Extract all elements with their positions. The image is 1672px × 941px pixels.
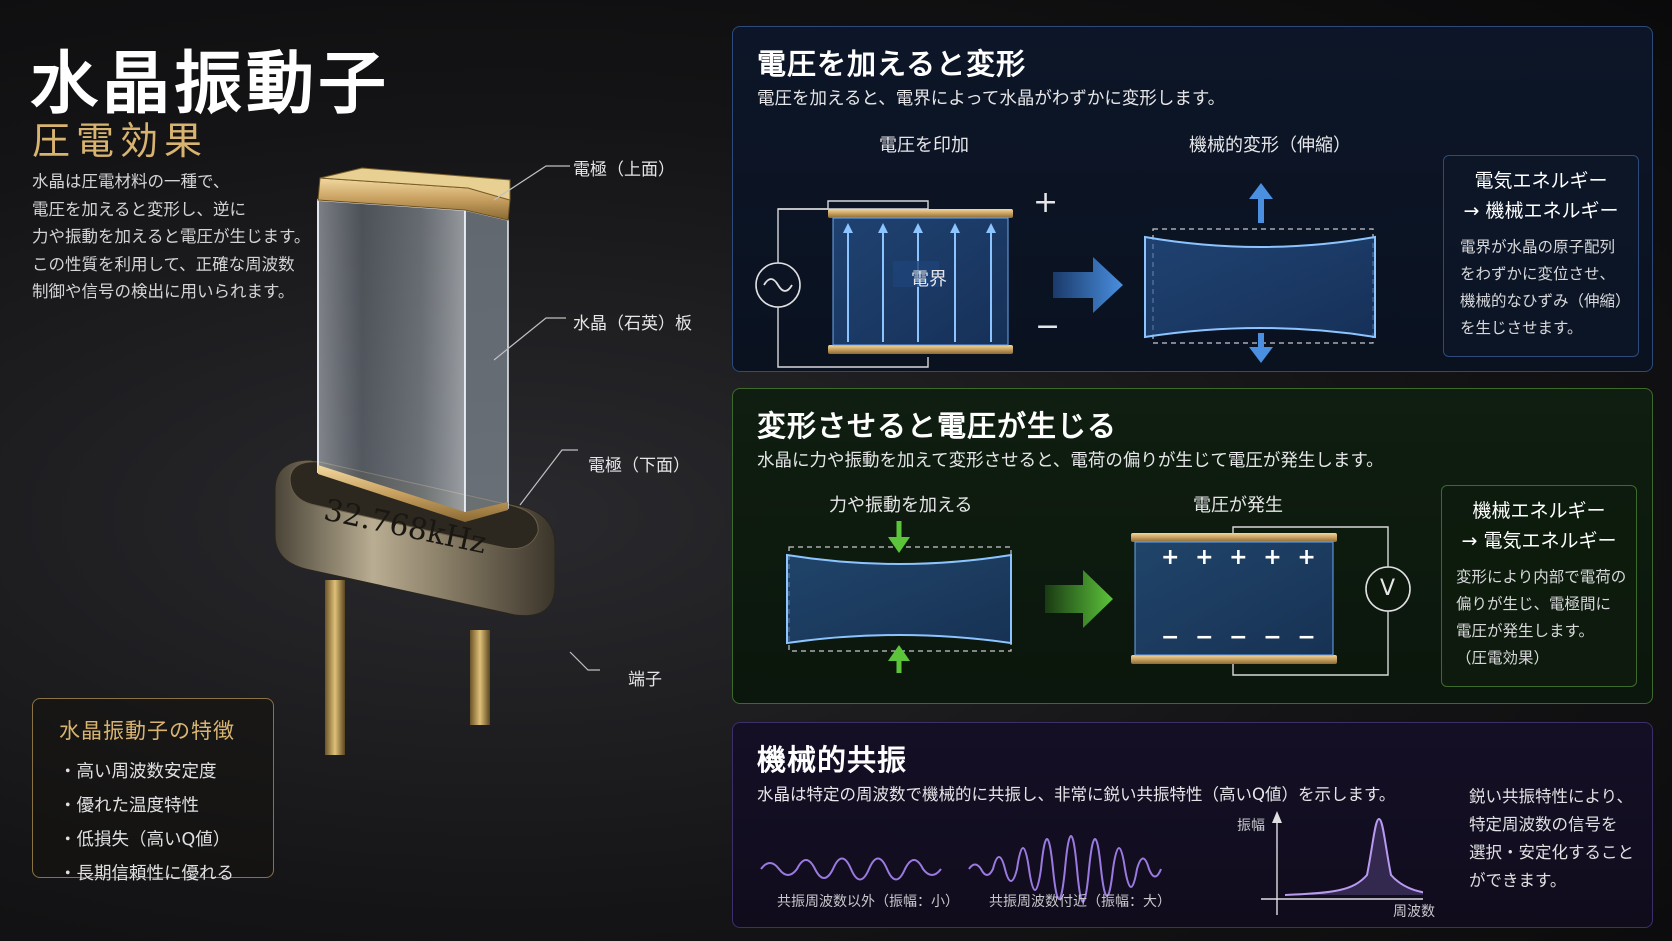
main-title: 水晶振動子 [30, 44, 391, 124]
panel3-desc: 水晶は特定の周波数で機械的に共振し、非常に鋭い共振特性（高いQ値）を示します。 [757, 785, 1396, 804]
intro-line: 水晶は圧電材料の一種で、 [32, 172, 230, 191]
terminal-pin-left [325, 580, 345, 755]
panel1-side-box: 電気エネルギー → 機械エネルギー 電界が水晶の原子配列 をわずかに変位させ、 … [1443, 155, 1639, 357]
side-title-line: 電気エネルギー [1474, 170, 1608, 192]
intro-line: この性質を利用して、正確な周波数 [32, 254, 295, 274]
field-label: 電界 [911, 269, 947, 290]
feature-item: ・高い周波数安定度 [59, 762, 217, 782]
intro-line: 制御や信号の検出に用いられます。 [32, 282, 295, 301]
panel1-diagram [755, 183, 1376, 368]
feature-item: ・低損失（高いQ値） [59, 830, 231, 850]
panel-mechanical-resonance: 機械的共振 水晶は特定の周波数で機械的に共振し、非常に鋭い共振特性（高いQ値）を… [732, 722, 1653, 928]
callout-bottom-electrode: 電極（下面） [588, 456, 690, 476]
panel3-side-text: 鋭い共振特性により、 特定周波数の信号を 選択・安定化すること ができます。 [1469, 783, 1634, 895]
down-arrow-icon [888, 537, 910, 553]
callout-leaders [493, 165, 600, 671]
up-arrow-icon [1249, 183, 1273, 199]
right-arrow-icon [1053, 257, 1123, 313]
label-voltage-generated: 電圧が発生 [1193, 495, 1283, 516]
panel2-side-box: 機械エネルギー → 電気エネルギー 変形により内部で電荷の 偏りが生じ、電極間に… [1441, 485, 1637, 687]
side-body-line: 偏りが生じ、電極間に [1456, 595, 1612, 613]
features-title: 水晶振動子の特徴 [59, 719, 235, 743]
electrode-bottom [1131, 655, 1337, 664]
panel3-title: 機械的共振 [757, 743, 908, 777]
side-text-line: 選択・安定化すること [1469, 843, 1634, 862]
label-apply-voltage: 電圧を印加 [879, 135, 969, 156]
panel2-title: 変形させると電圧が生じる [757, 409, 1118, 443]
voltmeter-label: V [1380, 576, 1396, 601]
side-body-line: 変形により内部で電荷の [1456, 568, 1627, 586]
compressed-crystal [786, 553, 1012, 645]
panel1-title: 電圧を加えると変形 [757, 47, 1027, 81]
field-lines [847, 227, 992, 342]
side-body-line: （圧電効果） [1456, 649, 1550, 667]
panel-voltage-to-deformation: 電圧を加えると変形 電圧を加えると、電界によって水晶がわずかに変形します。 電圧… [732, 26, 1653, 372]
feature-item: ・優れた温度特性 [59, 796, 199, 816]
small-amplitude-wave [760, 857, 942, 881]
intro-line: 力や振動を加えると電圧が生じます。 [32, 227, 311, 246]
positive-charges: + + + + + [1161, 545, 1320, 570]
side-body: 電界が水晶の原子配列 をわずかに変位させ、 機械的なひずみ（伸縮） を生じさせま… [1460, 234, 1631, 342]
up-arrow-icon [888, 645, 910, 661]
panel2-diagram [786, 521, 1411, 676]
callout-top-electrode: 電極（上面） [573, 160, 675, 180]
plus-sign: + [1033, 185, 1059, 220]
minus-sign: − [1035, 309, 1061, 344]
terminal-pin-right [470, 630, 490, 725]
caption-near-resonance: 共振周波数付近（振幅：大） [989, 894, 1171, 910]
voltmeter-icon [1365, 566, 1411, 612]
graph-y-label: 振幅 [1237, 818, 1265, 834]
side-text-line: 鋭い共振特性により、 [1469, 787, 1634, 806]
side-title-line: → 機械エネルギー [1463, 200, 1619, 222]
label-apply-force: 力や振動を加える [829, 495, 973, 516]
down-arrow-icon [1249, 347, 1273, 363]
side-body-line: を生じさせます。 [1460, 319, 1583, 337]
side-body-line: 機械的なひずみ（伸縮） [1460, 292, 1631, 310]
graph-x-label: 周波数 [1393, 904, 1435, 920]
feature-item: ・長期信頼性に優れる [59, 864, 234, 884]
resonance-peak-curve [1284, 817, 1423, 896]
side-body: 変形により内部で電荷の 偏りが生じ、電極間に 電圧が発生します。 （圧電効果） [1456, 564, 1626, 672]
panel2-desc: 水晶に力や振動を加えて変形させると、電荷の偏りが生じて電圧が発生します。 [757, 451, 1384, 471]
features-list: ・高い周波数安定度 ・優れた温度特性 ・低損失（高いQ値） ・長期信頼性に優れる [59, 755, 234, 891]
subtitle: 圧電効果 [32, 119, 209, 163]
callout-terminal: 端子 [628, 670, 662, 690]
negative-charges: − − − − − [1161, 625, 1320, 650]
crystal-oscillator-illustration: 32.768kHz [274, 167, 556, 755]
electrode-top [828, 209, 1013, 218]
label-mechanical-deformation: 機械的変形（伸縮） [1189, 135, 1351, 156]
electrode-top [1131, 533, 1337, 542]
intro-text: 水晶は圧電材料の一種で、 電圧を加えると変形し、逆に 力や振動を加えると電圧が生… [32, 168, 332, 306]
electrode-bottom [828, 345, 1013, 354]
panel-deformation-to-voltage: 変形させると電圧が生じる 水晶に力や振動を加えて変形させると、電荷の偏りが生じて… [732, 388, 1653, 704]
side-text-line: 特定周波数の信号を [1469, 815, 1618, 834]
panel3-diagram [760, 811, 1423, 915]
large-amplitude-wave [968, 835, 1162, 903]
intro-line: 電圧を加えると変形し、逆に [32, 199, 247, 219]
side-text-line: ができます。 [1469, 871, 1567, 890]
side-body-line: をわずかに変位させ、 [1460, 265, 1616, 283]
deformed-crystal [1144, 235, 1376, 339]
side-title-line: → 電気エネルギー [1461, 530, 1617, 552]
side-title-line: 機械エネルギー [1472, 500, 1606, 522]
crystal-plate [317, 198, 466, 522]
features-box: 水晶振動子の特徴 ・高い周波数安定度 ・優れた温度特性 ・低損失（高いQ値） ・… [32, 698, 274, 884]
caption-off-resonance: 共振周波数以外（振幅：小） [777, 894, 959, 910]
side-body-line: 電圧が発生します。 [1456, 622, 1594, 640]
right-arrow-icon [1045, 570, 1113, 628]
panel1-desc: 電圧を加えると、電界によって水晶がわずかに変形します。 [757, 89, 1226, 109]
side-body-line: 電界が水晶の原子配列 [1460, 238, 1616, 256]
callout-crystal-plate: 水晶（石英）板 [573, 314, 692, 334]
